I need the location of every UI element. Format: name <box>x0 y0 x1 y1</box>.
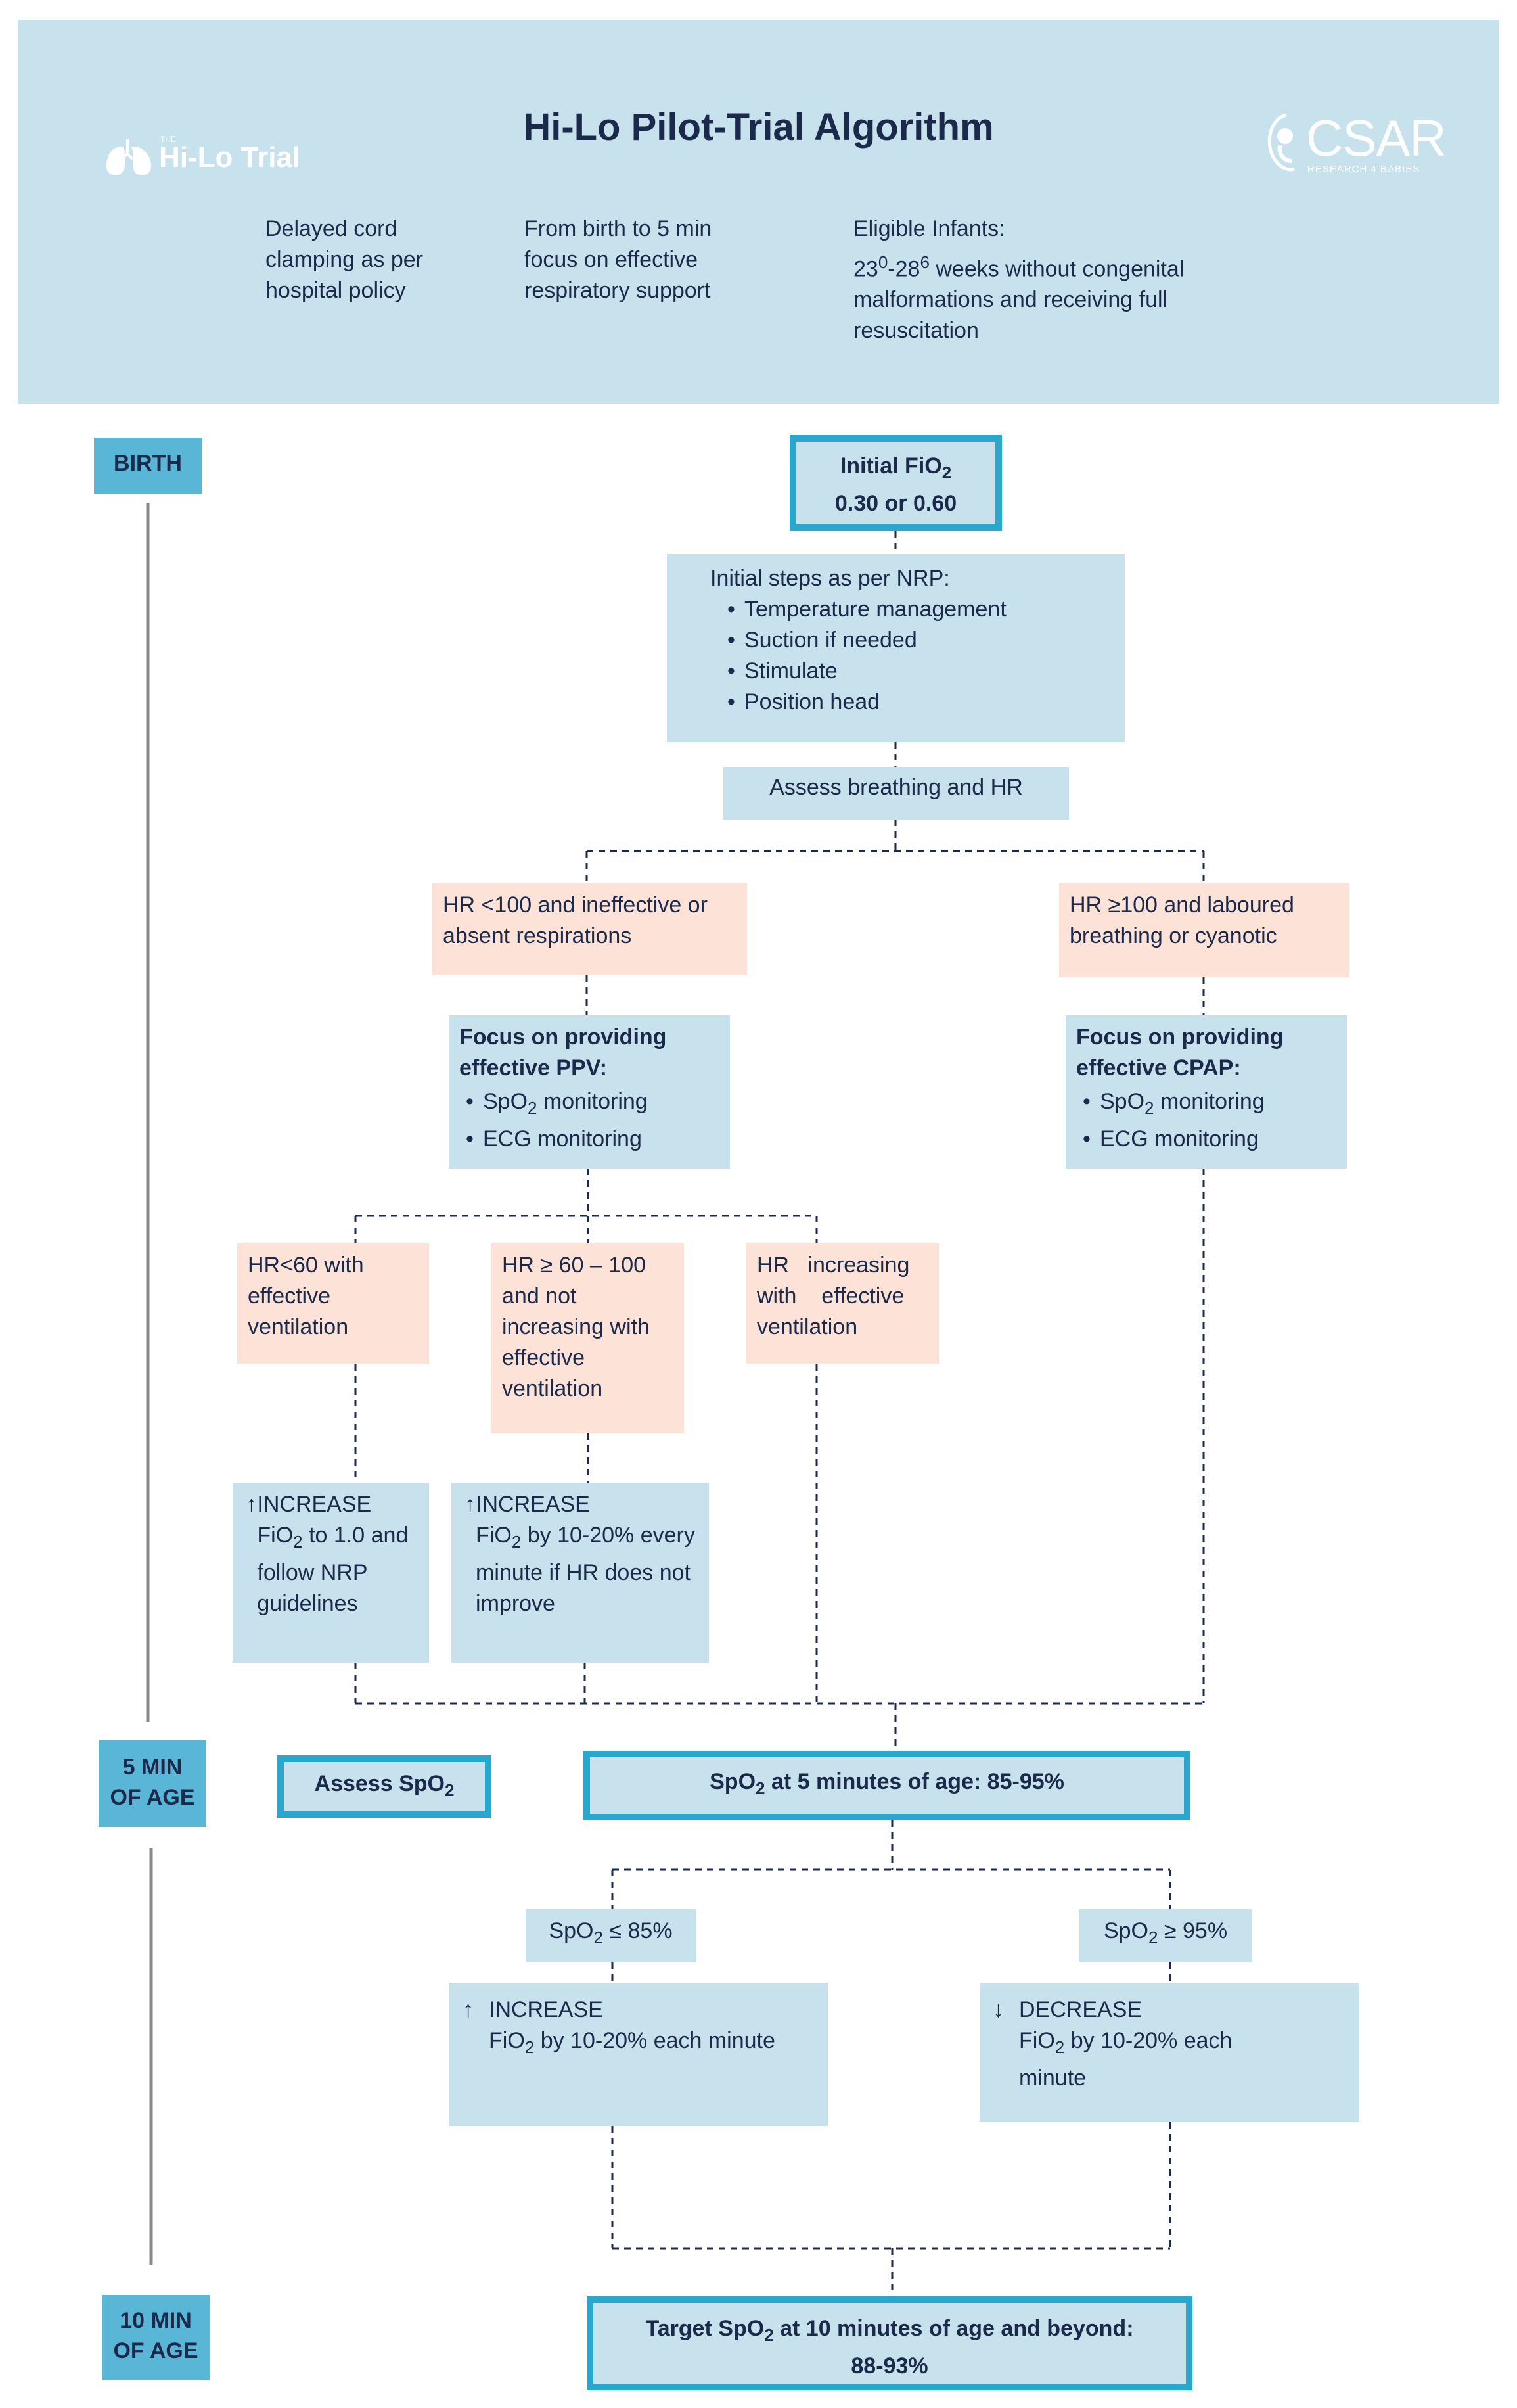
initial-steps-list: Temperature management Suction if needed… <box>723 594 1125 718</box>
initial-fio2-box: Initial FiO2 0.30 or 0.60 <box>790 435 1002 531</box>
lungs-icon <box>106 139 151 175</box>
page-title: Hi-Lo Pilot-Trial Algorithm <box>523 106 994 149</box>
increase-to-1-box: ↑ INCREASE FiO2 to 1.0 and follow NRP gu… <box>233 1483 429 1663</box>
cpap-title: Focus on providing effective CPAP: <box>1076 1025 1284 1080</box>
cord-clamping-note: Delayed cord clamping as per hospital po… <box>265 216 424 303</box>
cpap-list: SpO2 monitoring ECG monitoring <box>1079 1086 1336 1155</box>
list-item: ECG monitoring <box>1079 1124 1336 1155</box>
arrow-up-icon: ↑ <box>464 1492 476 1517</box>
respiratory-support-note: From birth to 5 min focus on effective r… <box>524 216 712 303</box>
logo-text: Hi-Lo Trial <box>159 141 301 174</box>
ppv-box: Focus on providing effective PPV: SpO2 m… <box>449 1015 730 1169</box>
list-item: Position head <box>723 687 1125 718</box>
ppv-title: Focus on providing effective PPV: <box>459 1025 667 1080</box>
initial-fio2-title: Initial FiO2 <box>840 453 952 482</box>
hr-lt60-box: HR<60 with effective ventilation <box>237 1243 429 1364</box>
mother-baby-icon <box>1267 113 1295 172</box>
csar-logo: CSAR RESEARCH 4 BABIES <box>1260 108 1447 181</box>
ppv-list: SpO2 monitoring ECG monitoring <box>462 1086 719 1155</box>
list-item: Suction if needed <box>723 625 1125 656</box>
header-banner: Hi-Lo Pilot-Trial Algorithm THE Hi-Lo Tr… <box>18 20 1499 404</box>
eligible-title: Eligible Infants: <box>853 216 1005 241</box>
spo2-5min-box: SpO2 at 5 minutes of age: 85-95% <box>583 1751 1190 1820</box>
logo-prefix: THE <box>160 135 176 144</box>
target-spo2-box: Target SpO2 at 10 minutes of age and bey… <box>587 2296 1192 2390</box>
list-item: SpO2 monitoring <box>1079 1086 1336 1124</box>
arrow-down-icon: ↓ <box>993 1997 1004 2022</box>
eligible-text: 230-286 weeks without congenital malform… <box>853 252 1185 344</box>
increase-each-minute-box: ↑ INCREASE FiO2 by 10-20% each minute <box>449 1983 828 2126</box>
list-item: Temperature management <box>723 594 1125 625</box>
list-item: Stimulate <box>723 656 1125 687</box>
list-item: ECG monitoring <box>462 1124 719 1155</box>
decrease-each-minute-box: ↓ DECREASE FiO2 by 10-20% each minute <box>980 1983 1359 2122</box>
arrow-up-icon: ↑ <box>246 1492 257 1517</box>
spo2-low-box: SpO2 ≤ 85% <box>526 1909 696 1962</box>
initial-fio2-value: 0.30 or 0.60 <box>834 490 957 516</box>
eligible-infants-note: Eligible Infants: 230-286 weeks without … <box>853 214 1261 346</box>
assess-breathing-box: Assess breathing and HR <box>723 767 1069 820</box>
ten-min-label: 10 MIN OF AGE <box>102 2295 210 2380</box>
hi-lo-trial-logo: THE Hi-Lo Trial <box>104 135 321 181</box>
hr-increasing-box: HR increasing with effective ventilation <box>746 1243 939 1364</box>
increase-10-20-box: ↑ INCREASE FiO2 by 10-20% every minute i… <box>451 1483 709 1663</box>
birth-label: BIRTH <box>94 438 202 494</box>
initial-steps-box: Initial steps as per NRP: Temperature ma… <box>667 554 1125 742</box>
hr-low-box: HR <100 and ineffective or absent respir… <box>432 883 747 975</box>
logo-right-sub: RESEARCH 4 BABIES <box>1307 164 1420 175</box>
arrow-up-icon: ↑ <box>463 1997 474 2022</box>
assess-spo2-box: Assess SpO2 <box>277 1755 491 1818</box>
list-item: SpO2 monitoring <box>462 1086 719 1124</box>
cpap-box: Focus on providing effective CPAP: SpO2 … <box>1066 1015 1347 1169</box>
initial-steps-title: Initial steps as per NRP: <box>710 566 950 591</box>
five-min-label: 5 MIN OF AGE <box>99 1740 206 1827</box>
logo-right-text: CSAR <box>1306 109 1447 167</box>
hr-60-100-box: HR ≥ 60 – 100 and not increasing with ef… <box>491 1243 684 1433</box>
hr-high-box: HR ≥100 and laboured breathing or cyanot… <box>1059 883 1349 977</box>
spo2-high-box: SpO2 ≥ 95% <box>1079 1909 1252 1962</box>
